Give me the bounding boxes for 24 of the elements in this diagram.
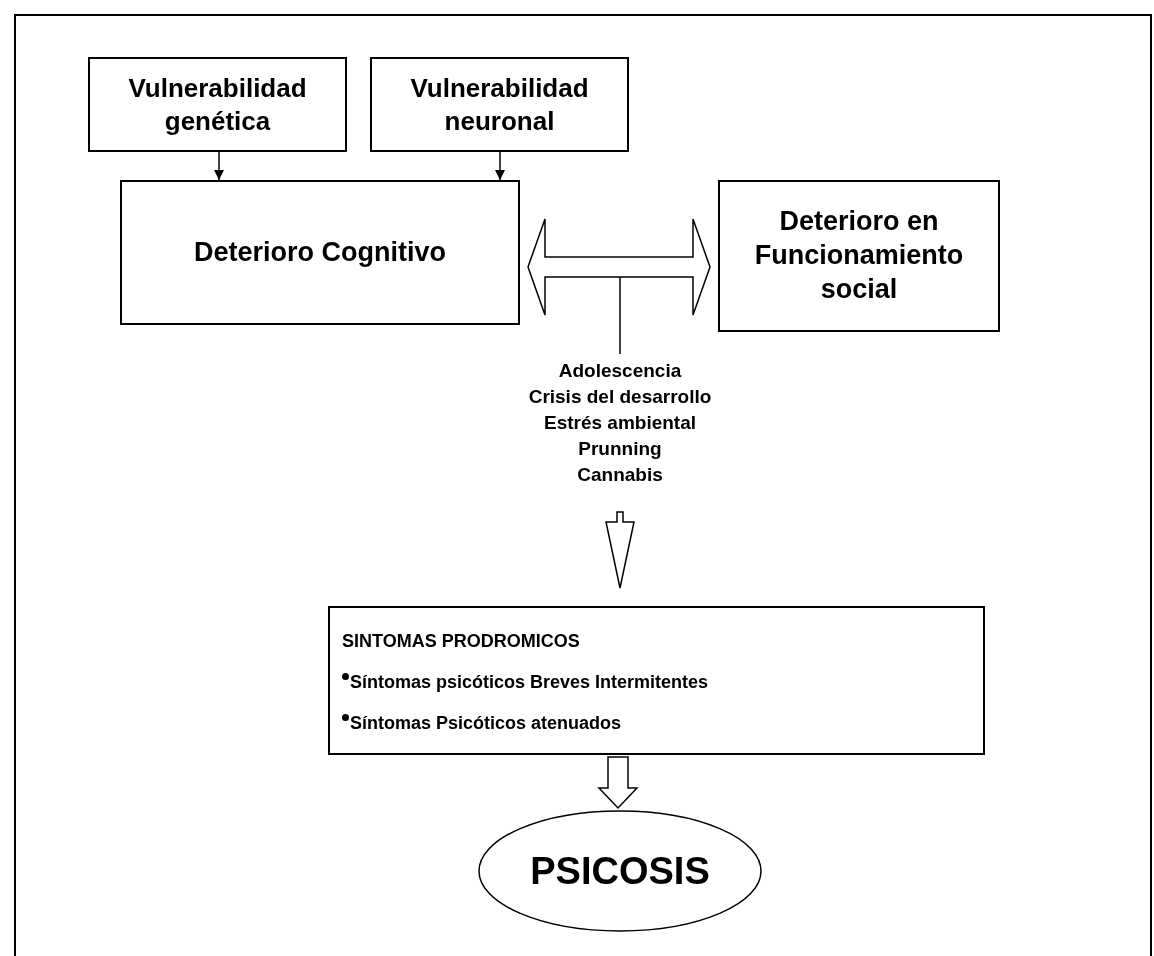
box-label: Deterioro Cognitivo bbox=[194, 235, 446, 269]
process-box bbox=[88, 57, 347, 152]
block-arrow bbox=[605, 511, 635, 589]
double-block-arrow bbox=[527, 218, 711, 316]
symptoms-box bbox=[328, 606, 985, 755]
factor-text: Crisis del desarrollo bbox=[528, 385, 712, 409]
bullet-text: Síntomas psicóticos Breves Intermitentes bbox=[350, 671, 709, 694]
factor-text: Cannabis bbox=[577, 463, 663, 487]
bullet-text: Síntomas Psicóticos atenuados bbox=[350, 712, 622, 735]
box-heading: SINTOMAS PRODROMICOS bbox=[342, 630, 581, 653]
factor-text: Adolescencia bbox=[558, 359, 682, 383]
factor-text: Prunning bbox=[578, 437, 662, 461]
arrow bbox=[213, 151, 225, 181]
box-label: Vulnerabilidad genética bbox=[127, 72, 308, 137]
ellipse-label: PSICOSIS bbox=[530, 848, 710, 894]
process-box bbox=[120, 180, 520, 325]
box-label: Vulnerabilidad neuronal bbox=[409, 72, 590, 137]
outcome-ellipse bbox=[478, 810, 762, 932]
box-label: Deterioro en Funcionamiento social bbox=[753, 205, 965, 306]
process-box bbox=[370, 57, 629, 152]
factor-text: Estrés ambiental bbox=[543, 411, 697, 435]
arrow bbox=[494, 151, 506, 181]
process-box bbox=[718, 180, 1000, 332]
block-arrow bbox=[597, 756, 639, 810]
